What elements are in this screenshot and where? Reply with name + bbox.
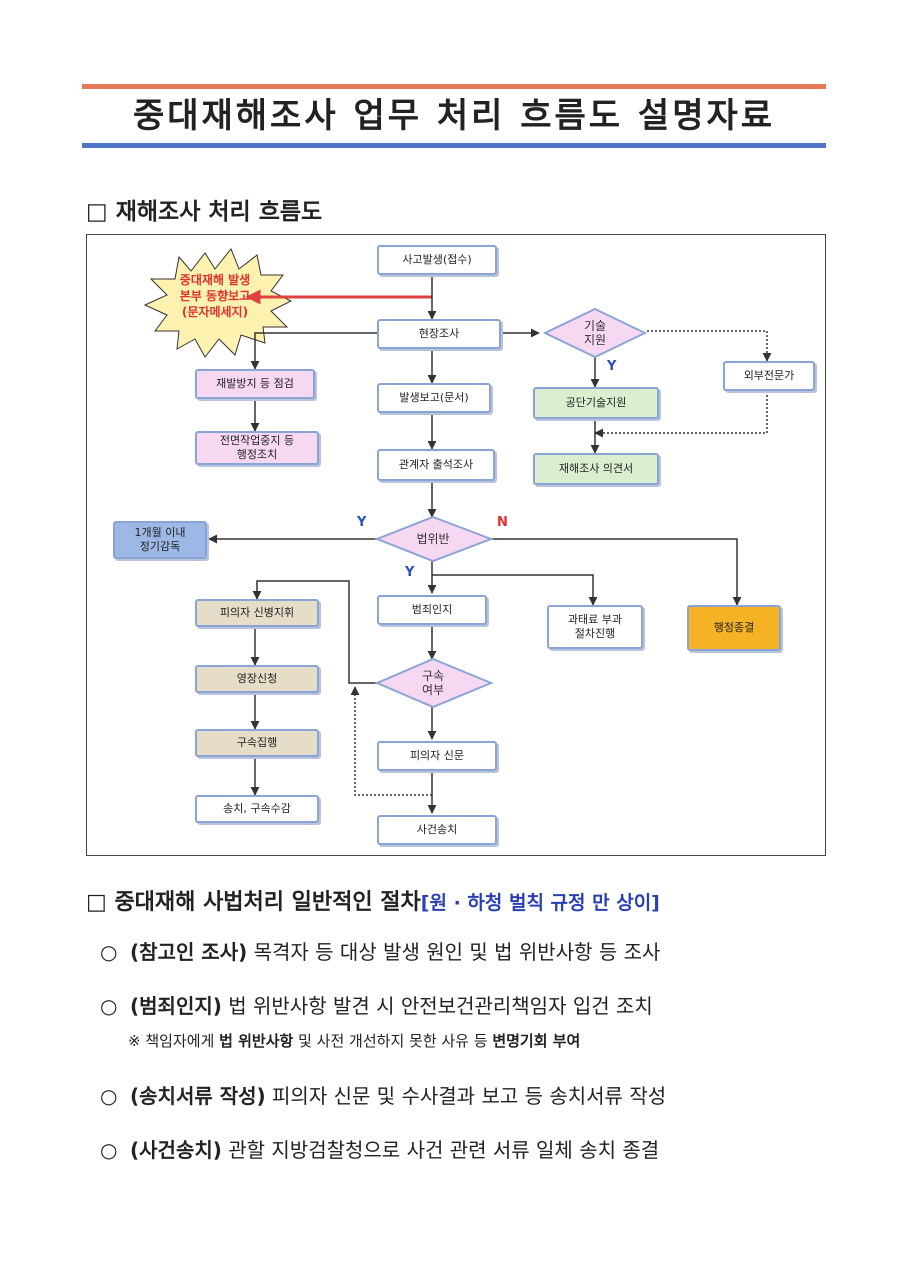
item-2-head: (범죄인지): [130, 994, 222, 1018]
arrest-decision-diamond: [374, 657, 494, 709]
tech-yes-label: Y: [607, 359, 617, 374]
inspect-line-2: 정기감독: [139, 540, 181, 553]
procedure-subnote: ※ 책임자에게 법 위반사항 및 사전 개선하지 못한 사유 등 변명기회 부여: [128, 1030, 580, 1051]
bullet-icon: ○: [100, 994, 118, 1018]
node-site-survey: 현장조사: [377, 319, 501, 349]
node-warrant-request: 영장신청: [195, 665, 319, 693]
node-witness-summons: 관계자 출석조사: [377, 449, 495, 481]
node-fine-procedure: 과태료 부과 절차진행: [547, 605, 643, 649]
item-1-head: (참고인 조사): [130, 940, 248, 964]
node-suspect-command: 피의자 신병지휘: [195, 599, 319, 627]
burst-line-3: (문자메세지): [181, 305, 249, 319]
inspect-line-1: 1개월 이내: [134, 526, 186, 539]
bullet-icon: ○: [100, 1138, 118, 1162]
violation-no-label: N: [497, 515, 508, 530]
tech-support-label: 기술 지원: [565, 319, 625, 347]
bullet-icon: ○: [100, 940, 118, 964]
halt-line-1: 전면작업중지 등: [219, 434, 295, 447]
item-4-body: 관할 지방검찰청으로 사건 관련 서류 일체 송치 종결: [221, 1138, 660, 1162]
violation-diamond: [374, 515, 494, 563]
section-heading-flowchart: □ 재해조사 처리 흐름도: [86, 199, 323, 225]
node-admin-close: 행정종결: [687, 605, 781, 651]
procedure-heading-note: [원 · 하청 벌칙 규정 만 상이]: [420, 892, 660, 914]
flowchart-connectors: [143, 248, 772, 814]
burst-line-2: 본부 동향보고: [179, 289, 251, 303]
procedure-item-3: ○ (송치서류 작성) 피의자 신문 및 수사결과 보고 등 송치서류 작성: [100, 1080, 666, 1109]
procedure-item-1: ○ (참고인 조사) 목격자 등 대상 발생 원인 및 법 위반사항 등 조사: [100, 936, 660, 965]
subnote-b: 법 위반사항: [219, 1032, 294, 1050]
notice-burst-shape: [143, 248, 293, 358]
node-suspect-interrogation: 피의자 신문: [377, 741, 497, 771]
node-crime-recognition: 범죄인지: [377, 595, 487, 625]
tech-support-diamond: [542, 307, 648, 359]
node-regular-inspection: 1개월 이내 정기감독: [113, 521, 207, 559]
fine-line-1: 과태료 부과: [567, 613, 623, 626]
halt-line-2: 행정조치: [236, 448, 278, 461]
section-heading-procedure: □ 중대재해 사법처리 일반적인 절차[원 · 하청 벌칙 규정 만 상이]: [86, 884, 660, 916]
node-arrest-execute: 구속집행: [195, 729, 319, 757]
item-2-body: 법 위반사항 발견 시 안전보건관리책임자 입건 조치: [221, 994, 653, 1018]
arrest-q-line-2: 여부: [421, 683, 445, 697]
item-3-head: (송치서류 작성): [130, 1084, 266, 1108]
item-4-head: (사건송치): [130, 1138, 222, 1162]
subnote-d: 변명기회 부여: [492, 1032, 581, 1050]
arrest-q-line-1: 구속: [421, 669, 445, 683]
item-1-body: 목격자 등 대상 발생 원인 및 법 위반사항 등 조사: [247, 940, 661, 964]
violation-yes-label: Y: [357, 515, 367, 530]
tech-label-1: 기술: [583, 319, 607, 333]
document-title: 중대재해조사 업무 처리 흐름도 설명자료: [132, 96, 776, 136]
node-custody-transfer: 송치, 구속수감: [195, 795, 319, 823]
node-incident-report: 발생보고(문서): [377, 383, 491, 413]
violation-label: 법위반: [416, 532, 450, 546]
crime-yes-label: Y: [405, 565, 415, 580]
node-accident-occur: 사고발생(접수): [377, 245, 497, 275]
node-kosha-support: 공단기술지원: [533, 387, 659, 419]
procedure-heading-text: □ 중대재해 사법처리 일반적인 절차: [86, 890, 421, 915]
node-investigation-opinion: 재해조사 의견서: [533, 453, 659, 485]
title-bottom-bar: [82, 143, 826, 148]
procedure-item-4: ○ (사건송치) 관할 지방검찰청으로 사건 관련 서류 일체 송치 종결: [100, 1134, 659, 1163]
fine-line-2: 절차진행: [574, 627, 616, 640]
arrest-decision-label: 구속 여부: [405, 669, 461, 697]
flowchart: 중대재해 발생 본부 동향보고 (문자메세지) 사고발생(접수) 현장조사 기술…: [86, 234, 826, 856]
node-external-expert: 외부전문가: [723, 361, 815, 391]
bullet-icon: ○: [100, 1084, 118, 1108]
node-recurrence-check: 재발방지 등 점검: [195, 369, 315, 399]
node-case-transfer: 사건송치: [377, 815, 497, 845]
item-3-body: 피의자 신문 및 수사결과 보고 등 송치서류 작성: [265, 1084, 667, 1108]
subnote-c: 및 사전 개선하지 못한 사유 등: [293, 1032, 493, 1050]
node-work-halt: 전면작업중지 등 행정조치: [195, 431, 319, 465]
title-top-bar: [82, 84, 826, 89]
procedure-item-2: ○ (범죄인지) 법 위반사항 발견 시 안전보건관리책임자 입건 조치: [100, 990, 653, 1019]
subnote-a: ※ 책임자에게: [128, 1032, 220, 1050]
burst-line-1: 중대재해 발생: [179, 273, 251, 287]
tech-label-2: 지원: [583, 333, 607, 347]
